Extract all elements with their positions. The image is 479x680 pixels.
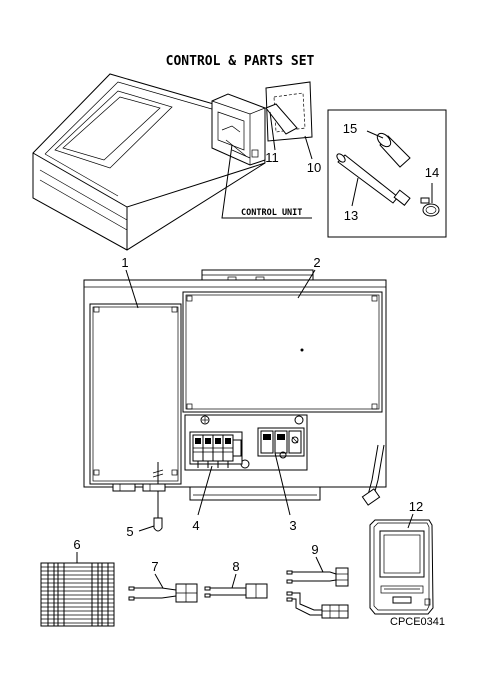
callout-7: 7 <box>151 559 158 574</box>
diagram-title: CONTROL & PARTS SET <box>166 54 315 69</box>
item-8-wire-harness <box>204 573 268 599</box>
item-13-drain-hose <box>336 153 411 207</box>
callout-6: 6 <box>73 537 80 552</box>
callout-11: 11 <box>265 150 279 165</box>
drawing-code: CPCE0341 <box>390 616 445 628</box>
item-9-wire-harness <box>286 556 349 619</box>
callout-15: 15 <box>343 121 357 136</box>
callout-14: 14 <box>425 165 439 180</box>
item-6-wire-harness <box>40 552 115 627</box>
item-15-insulation <box>366 130 411 168</box>
callout-13: 13 <box>344 208 358 223</box>
drain-parts-box <box>327 109 447 238</box>
callout-3: 3 <box>289 518 296 533</box>
control-unit-label: CONTROL UNIT <box>241 208 302 218</box>
callout-2: 2 <box>313 255 320 270</box>
control-box <box>83 269 387 532</box>
item-10-11-cover <box>265 81 313 160</box>
item-3-terminal-block <box>257 427 305 459</box>
callout-5: 5 <box>126 524 133 539</box>
callout-9: 9 <box>311 542 318 557</box>
indoor-unit-illustration <box>32 73 312 251</box>
item-4-terminal-block <box>189 431 243 468</box>
callout-8: 8 <box>232 559 239 574</box>
callout-4: 4 <box>192 518 199 533</box>
callout-1: 1 <box>121 255 128 270</box>
item-14-hose-clamp <box>420 183 440 217</box>
callout-12: 12 <box>409 499 423 514</box>
callout-10: 10 <box>307 160 321 175</box>
item-7-wire-harness <box>128 573 198 603</box>
item-5-sensor <box>84 462 166 532</box>
item-12-remote-controller <box>369 513 434 615</box>
